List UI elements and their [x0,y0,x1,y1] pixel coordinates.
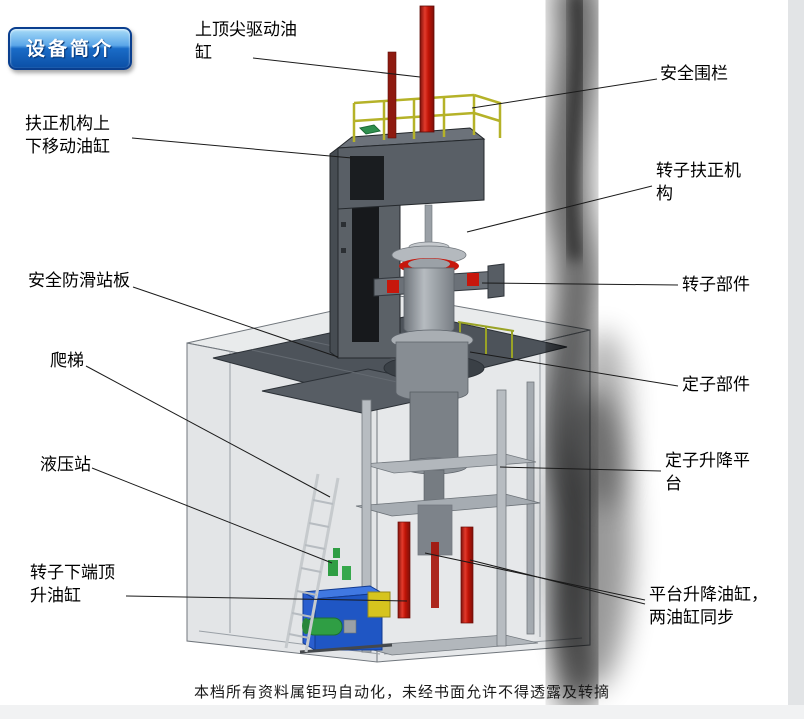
bottom-edge-strip [0,705,804,719]
callout-top-tip-drive-cylinder: 上顶尖驱动油 缸 [195,20,297,63]
hydraulic-station-unit [299,548,393,654]
callout-platform-lift-cylinders: 平台升降油缸， 两油缸同步 [649,585,768,628]
safety-fence-railing [352,93,502,142]
callout-safety-fence: 安全围栏 [660,64,728,83]
callout-hydraulic-station: 液压站 [40,455,91,474]
callout-stator-component: 定子部件 [682,375,750,394]
press-column [329,127,486,359]
shadow-smear [537,0,632,713]
platform-lift-cylinder-rods [397,521,474,624]
callout-rotor-centering-mechanism: 转子扶正机 构 [656,161,741,204]
leader-rotor-jack [125,595,408,602]
top-drive-cylinder [387,5,435,139]
callout-stator-lift-platform: 定子升降平 台 [665,451,750,494]
leader-stator-component [469,351,679,387]
callout-anti-slip-platform: 安全防滑站板 [28,271,130,290]
leader-hydraulic-station [91,467,333,564]
callout-centering-lift-cylinder: 扶正机构上 下移动油缸 [25,114,110,157]
leader-ladder [85,365,331,498]
leader-rotor-centering [466,185,653,233]
leader-anti-slip [132,286,339,358]
callout-rotor-jack-cylinder: 转子下端顶 升油缸 [30,563,115,606]
lift-frame [355,381,541,656]
leader-lines [85,57,679,605]
right-edge-strip [788,0,804,719]
callout-rotor-component: 转子部件 [682,275,750,294]
title-badge: 设备简介 [8,27,133,70]
callout-ladder: 爬梯 [50,351,84,370]
title-badge-label: 设备简介 [26,39,115,60]
ladder-graphic [284,473,340,653]
leader-stator-platform [499,466,662,472]
leader-safety-fence [471,78,658,109]
rotor-assembly [391,204,467,336]
copyright-note: 本档所有资料属钜玛自动化，未经书面允许不得透露及转摘 [193,684,610,701]
leader-top-tip-cylinder [252,57,421,78]
leader-platform-cyl-b [469,559,646,605]
leader-centering-cylinder [131,137,353,159]
leader-rotor-component [481,282,679,286]
